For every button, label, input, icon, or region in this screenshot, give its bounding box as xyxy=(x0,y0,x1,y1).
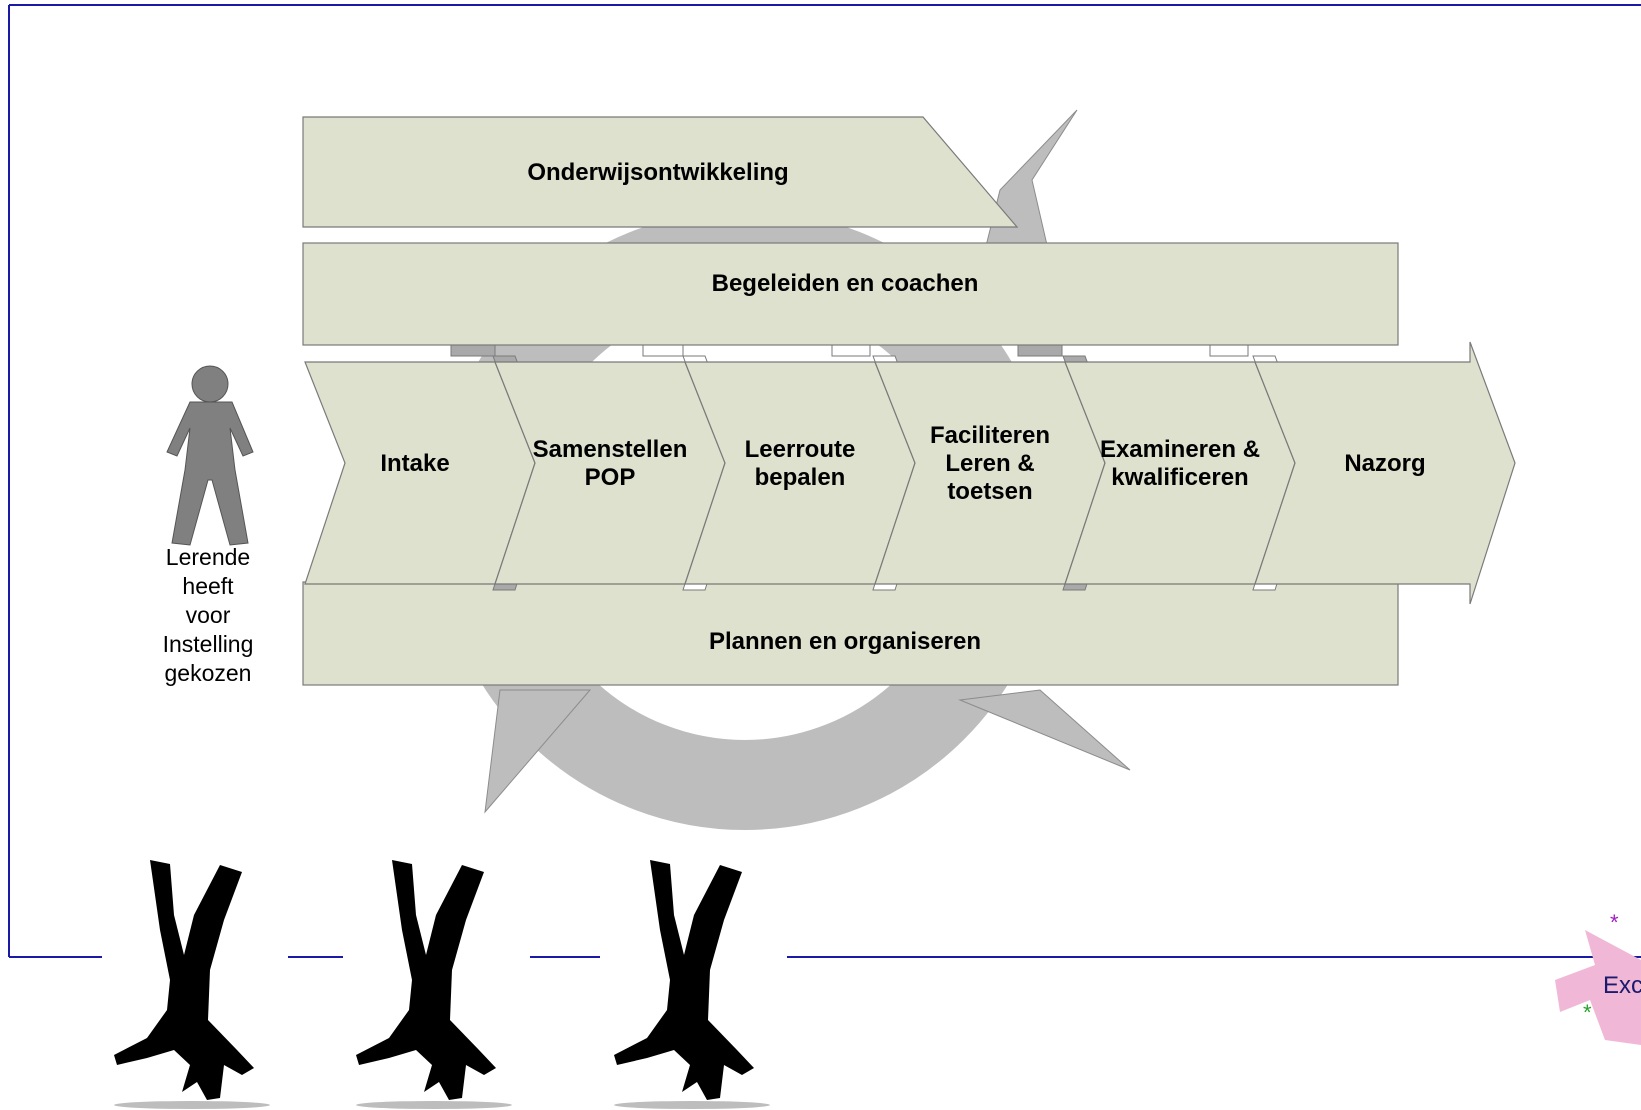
step-label: toetsen xyxy=(947,478,1032,505)
slide-border xyxy=(8,4,1641,958)
layer-plannen: Plannen en organiseren xyxy=(302,581,1399,686)
corner-logo: * * Exc xyxy=(1555,910,1641,1045)
layer-middle-label: Begeleiden en coachen xyxy=(712,270,979,297)
handstand-figures xyxy=(114,860,770,1109)
process-steps: IntakeSamenstellenPOPLeerroutebepalenFac… xyxy=(304,341,1516,605)
step-label: Leerroute xyxy=(745,436,856,463)
svg-text:*: * xyxy=(1583,1000,1592,1025)
logo-text: Exc xyxy=(1603,972,1641,999)
step-label: Samenstellen xyxy=(533,436,688,463)
step-label: Faciliteren xyxy=(930,422,1050,449)
step-label: POP xyxy=(585,464,636,491)
layer-onderwijsontwikkeling: Onderwijsontwikkeling xyxy=(302,116,1019,228)
person-icon xyxy=(166,365,254,546)
learner-caption-line: voor xyxy=(186,602,231,628)
step-label: Nazorg xyxy=(1344,450,1425,477)
svg-text:*: * xyxy=(1610,910,1619,935)
step-label: bepalen xyxy=(755,464,846,491)
learner-caption-line: gekozen xyxy=(165,660,252,686)
learner-caption-line: heeft xyxy=(182,573,234,599)
step-label: Examineren & xyxy=(1100,436,1260,463)
handstand-figure-2-icon xyxy=(356,860,512,1109)
step-label: kwalificeren xyxy=(1111,464,1248,491)
step-label: Intake xyxy=(380,450,449,477)
step-6: Nazorg xyxy=(1254,341,1516,605)
layer-top-label: Onderwijsontwikkeling xyxy=(527,159,788,186)
layer-bottom-label: Plannen en organiseren xyxy=(709,628,981,655)
handstand-figure-1-icon xyxy=(114,860,270,1109)
handstand-figure-3-icon xyxy=(614,860,770,1109)
learner-caption-line: Instelling xyxy=(163,631,254,657)
step-chevron xyxy=(1254,341,1516,605)
step-label: Leren & xyxy=(945,450,1034,477)
learner-caption-line: Lerende xyxy=(166,544,250,570)
layer-begeleiden: Begeleiden en coachen xyxy=(302,242,1399,346)
